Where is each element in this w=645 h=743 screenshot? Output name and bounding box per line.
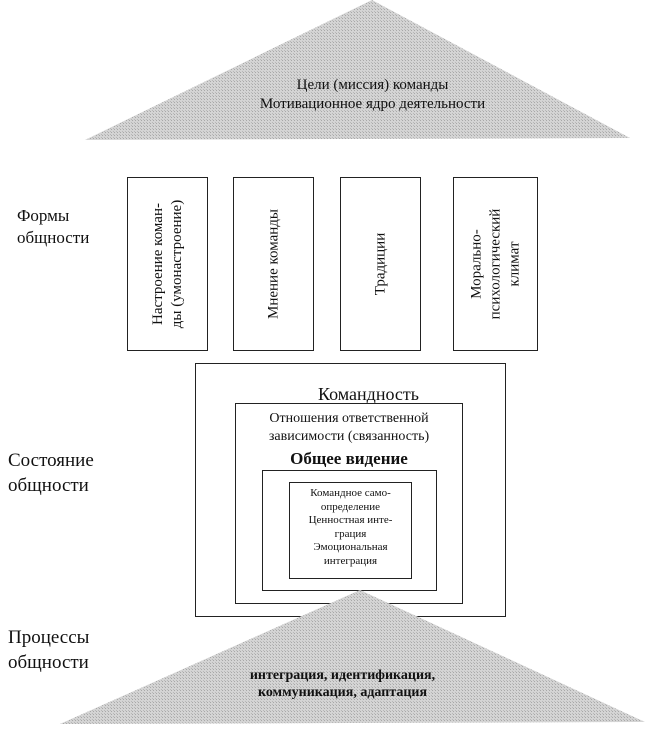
roof-line-1: Цели (миссия) команды: [296, 77, 449, 93]
shared-vision-label: Общее видение: [290, 449, 408, 468]
processes-label-line-2: общности: [8, 652, 89, 673]
teamness-label: Командность: [318, 383, 419, 405]
roof-text: Цели (миссия) команды Мотивационное ядро…: [150, 76, 595, 114]
state-label: Состояние общности: [8, 448, 94, 498]
form-column-opinion: Мнение команды: [233, 177, 314, 351]
roof-triangle: [85, 0, 630, 140]
processes-text: интеграция, идентификация,коммуникация, …: [249, 668, 436, 700]
foundation-triangle: [60, 590, 645, 724]
forms-label: Формы общности: [17, 205, 89, 249]
forms-label-line-2: общности: [17, 228, 90, 247]
forms-label-line-1: Формы: [17, 206, 70, 225]
processes-label: Процессы общности: [8, 625, 89, 675]
form-column-traditions: Традиции: [340, 177, 421, 351]
state-label-line-2: общности: [8, 475, 89, 496]
state-label-line-1: Состояние: [8, 450, 94, 471]
roof-line-2: Мотивационное ядро деятельности: [259, 96, 486, 112]
form-column-mood: Настроение коман-ды (умонастроение): [127, 177, 208, 351]
processes-label-line-1: Процессы: [8, 627, 90, 648]
